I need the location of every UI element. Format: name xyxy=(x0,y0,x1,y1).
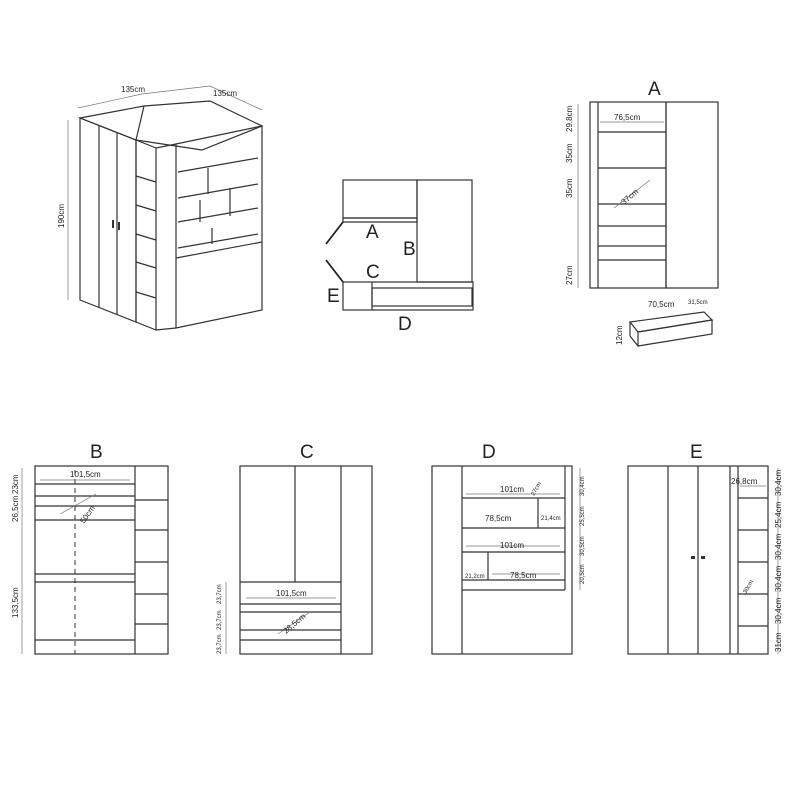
panel-a-drawer-depth: 31,5cm xyxy=(688,300,708,306)
plan-view: A B C D E xyxy=(325,179,474,335)
panel-c-height-2: 23,7cm xyxy=(217,610,223,630)
panel-b-height-2: 26,5cm xyxy=(11,495,20,522)
overview-width-label: 135cm xyxy=(121,85,145,94)
panel-c-title: C xyxy=(300,442,314,463)
plan-label-a: A xyxy=(366,222,379,243)
panel-c-width: 101,5cm xyxy=(276,589,307,598)
panel-a-height-4: 27cm xyxy=(565,265,574,285)
plan-label-d: D xyxy=(398,314,412,335)
panel-a-title: A xyxy=(648,79,661,100)
panel-e-height-3: 30,4cm xyxy=(774,533,783,560)
panel-e-height-1: 30,4cm xyxy=(774,469,783,496)
panel-d-height-2: 25,5cm xyxy=(580,506,586,526)
overview-depth-label: 135cm xyxy=(213,89,237,98)
plan-label-c: C xyxy=(366,262,380,283)
overview-wardrobe: 135cm 135cm 190cm xyxy=(57,85,264,331)
panel-b-depth: 50cm xyxy=(78,504,97,525)
panel-d-width-3: 101cm xyxy=(500,541,524,550)
panel-d-title: D xyxy=(482,442,496,463)
panel-b-height-3: 133,5cm xyxy=(11,587,20,618)
panel-e-height-2: 25,4cm xyxy=(774,501,783,528)
panel-e-height-6: 31cm xyxy=(774,632,783,652)
panel-c-depth: 28,5cm xyxy=(282,612,308,636)
panel-d-height-3: 30,5cm xyxy=(580,536,586,556)
panel-d-small-2: 21,4cm xyxy=(541,516,561,522)
panel-a-height-1: 29,8cm xyxy=(565,105,574,132)
panel-e-height-5: 30,4cm xyxy=(774,597,783,624)
overview-height-label: 190cm xyxy=(57,204,66,228)
panel-e-title: E xyxy=(690,442,703,463)
panel-d-width-4: 78,5cm xyxy=(510,571,537,580)
plan-label-b: B xyxy=(403,239,416,260)
panel-c: C 101,5cm 28,5cm 23,7cm 23,7cm 23,7cm xyxy=(217,442,373,655)
panel-e-height-4: 30,4cm xyxy=(774,565,783,592)
panel-b-title: B xyxy=(90,442,103,463)
panel-d-small-1: 27cm xyxy=(531,481,544,497)
panel-b-width: 101,5cm xyxy=(70,470,101,479)
panel-a-width: 76,5cm xyxy=(614,113,641,122)
panel-d-width-2: 78,5cm xyxy=(485,514,512,523)
panel-c-height-1: 23,7cm xyxy=(217,584,223,604)
panel-a-drawer-height: 12cm xyxy=(615,325,624,345)
panel-d: D 101cm 78,5cm 101cm 78,5cm 27cm 21,4cm … xyxy=(431,442,586,655)
panel-d-width-1: 101cm xyxy=(500,485,524,494)
panel-d-height-4: 20,5cm xyxy=(580,564,586,584)
panel-c-height-3: 23,7cm xyxy=(217,634,223,654)
panel-b-height-1: 23cm xyxy=(11,474,20,494)
panel-e: E 26,8cm 30cm 30,4cm 25,4cm 30,4cm 30,4c… xyxy=(627,442,783,655)
panel-d-height-1: 30,4cm xyxy=(580,476,586,496)
panel-a-drawer-width: 70,5cm xyxy=(648,300,675,309)
panel-a: A 76,5cm 29,8cm 35cm 35cm 27cm 37cm 70,5… xyxy=(565,79,719,347)
panel-b: B 101,5cm 23cm 26,5cm 133,5cm 50cm xyxy=(11,442,169,655)
panel-e-width: 26,8cm xyxy=(731,477,758,486)
panel-a-height-3: 35cm xyxy=(565,178,574,198)
plan-label-e: E xyxy=(327,286,340,307)
panel-d-small-3: 21,2cm xyxy=(465,574,485,580)
panel-e-depth: 30cm xyxy=(743,579,756,595)
panel-a-height-2: 35cm xyxy=(565,143,574,163)
